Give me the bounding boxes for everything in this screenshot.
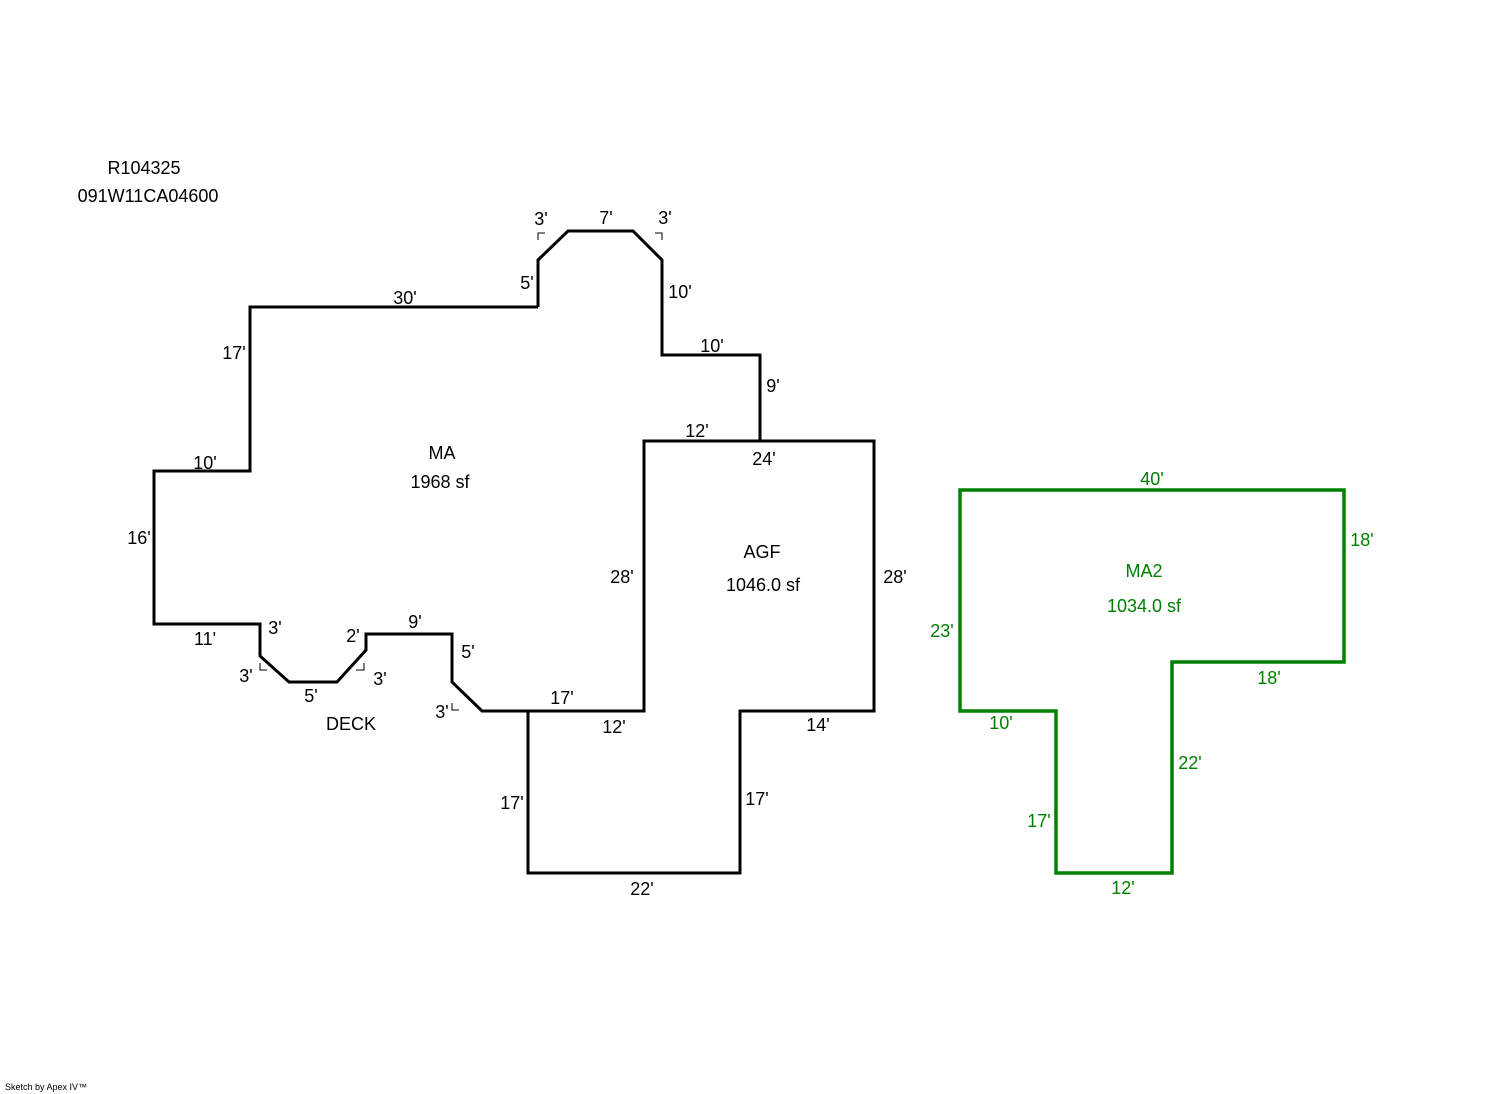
dimension-label: 17' — [500, 793, 523, 813]
dimension-label: 3' — [268, 618, 281, 638]
dimension-label: 17' — [1027, 811, 1050, 831]
dimension-label: 17' — [745, 789, 768, 809]
dimension-label: 5' — [304, 686, 317, 706]
dimension-label: 7' — [599, 208, 612, 228]
ma-name: MA — [429, 443, 456, 463]
dimension-label: 28' — [610, 567, 633, 587]
dimension-label: 18' — [1350, 530, 1373, 550]
footer-credit: Sketch by Apex IV™ — [5, 1082, 87, 1092]
ma2-name: MA2 — [1125, 561, 1162, 581]
dimension-label: 22' — [1178, 753, 1201, 773]
dimension-label: 23' — [930, 621, 953, 641]
corner-tick — [451, 703, 459, 711]
corner-tick — [537, 232, 545, 240]
dimension-label: 10' — [700, 336, 723, 356]
dimension-label: 3' — [373, 669, 386, 689]
ma-area: 1968 sf — [410, 472, 470, 492]
ma-outline-left — [152, 305, 538, 713]
record-id: R104325 — [107, 158, 180, 178]
dimension-label: 10' — [989, 713, 1012, 733]
dimension-label: 12' — [602, 717, 625, 737]
dimension-label: 12' — [685, 421, 708, 441]
dimension-label: 14' — [806, 715, 829, 735]
corner-tick — [655, 232, 663, 240]
dimension-label: 3' — [658, 208, 671, 228]
dimension-label: 9' — [408, 612, 421, 632]
dimension-label: 5' — [461, 642, 474, 662]
agf-area: 1046.0 sf — [726, 575, 801, 595]
dimension-label: 22' — [630, 879, 653, 899]
dimension-label: 17' — [550, 688, 573, 708]
ma2-area: 1034.0 sf — [1107, 596, 1182, 616]
dimension-label: 16' — [127, 528, 150, 548]
dimension-label: 40' — [1140, 469, 1163, 489]
dimension-label: 12' — [1111, 878, 1134, 898]
dimension-label: 9' — [766, 376, 779, 396]
dimension-label: 10' — [193, 453, 216, 473]
dimension-label: 24' — [752, 449, 775, 469]
deck-name: DECK — [326, 714, 376, 734]
dimension-label: 17' — [222, 343, 245, 363]
agf-outline — [526, 439, 876, 875]
dimension-label: 2' — [346, 626, 359, 646]
agf-name: AGF — [743, 542, 780, 562]
dimension-label: 3' — [534, 209, 547, 229]
dimension-label: 3' — [435, 702, 448, 722]
dimension-label: 10' — [668, 282, 691, 302]
dimension-label: 11' — [194, 629, 216, 649]
dimension-label: 28' — [883, 567, 906, 587]
ma-outline — [536, 229, 762, 441]
corner-tick — [259, 663, 267, 671]
corner-tick — [356, 663, 365, 671]
parcel-id: 091W11CA04600 — [78, 186, 219, 206]
dimension-label: 3' — [239, 666, 252, 686]
dimension-label: 30' — [393, 288, 416, 308]
dimension-label: 5' — [520, 273, 533, 293]
ma2-outline — [958, 488, 1346, 875]
dimension-label: 18' — [1257, 668, 1280, 688]
